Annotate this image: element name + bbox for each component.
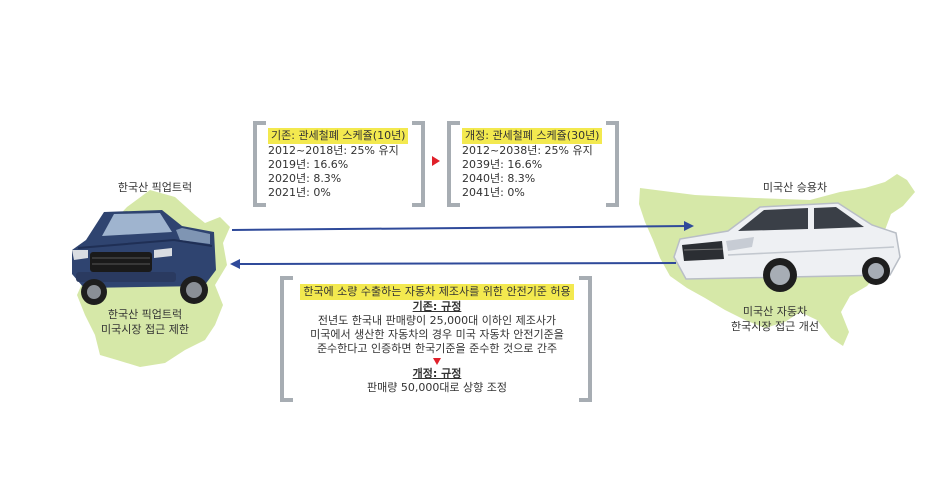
us-car-improvement-label: 미국산 자동차 한국시장 접근 개선 bbox=[731, 305, 819, 333]
safety-standard-content: 한국에 소량 수출하는 자동차 제조사를 위한 안전기준 허용 기존: 규정 전… bbox=[292, 284, 582, 395]
pickup-truck-icon bbox=[72, 210, 216, 305]
safety-before-line: 미국에서 생산한 자동차의 경우 미국 자동차 안전기준을 bbox=[310, 328, 564, 341]
safety-after-heading: 개정: 규정 bbox=[412, 367, 462, 380]
tariff-before-line: 2012~2018년: 25% 유지 bbox=[268, 144, 399, 157]
safety-before-heading: 기존: 규정 bbox=[412, 300, 462, 313]
change-down-marker-icon bbox=[433, 358, 441, 365]
safety-after-line: 판매량 50,000대로 상향 조정 bbox=[366, 381, 508, 394]
arrow-us-to-korea bbox=[237, 262, 677, 265]
tariff-after-title: 개정: 관세철폐 스케쥴(30년) bbox=[462, 128, 603, 144]
change-marker-icon bbox=[432, 156, 440, 166]
safety-before-line: 준수한다고 인증하면 한국기준을 준수한 것으로 간주 bbox=[316, 342, 558, 355]
tariff-after-content: 개정: 관세철폐 스케쥴(30년) 2012~2038년: 25% 유지 203… bbox=[462, 128, 612, 200]
tariff-before-line: 2020년: 8.3% bbox=[268, 172, 342, 185]
korean-pickup-restriction-label: 한국산 픽업트럭 미국시장 접근 제한 bbox=[101, 308, 189, 336]
safety-title: 한국에 소량 수출하는 자동차 제조사를 위한 안전기준 허용 bbox=[300, 284, 574, 300]
us-sedan-label: 미국산 승용차 bbox=[762, 181, 828, 194]
tariff-before-content: 기존: 관세철폐 스케쥴(10년) 2012~2018년: 25% 유지 201… bbox=[268, 128, 418, 200]
sedan-car-icon bbox=[673, 202, 901, 292]
tariff-before-box bbox=[253, 121, 425, 207]
korean-pickup-label: 한국산 픽업트럭 bbox=[117, 181, 193, 194]
safety-before-line: 전년도 한국내 판매량이 25,000대 이하인 제조사가 bbox=[317, 314, 557, 327]
tariff-after-line: 2040년: 8.3% bbox=[462, 172, 536, 185]
tariff-after-box bbox=[447, 121, 619, 207]
tariff-before-line: 2021년: 0% bbox=[268, 186, 331, 199]
safety-standard-box bbox=[280, 276, 592, 402]
tariff-after-line: 2039년: 16.6% bbox=[462, 158, 543, 171]
tariff-before-line: 2019년: 16.6% bbox=[268, 158, 349, 171]
tariff-after-line: 2041년: 0% bbox=[462, 186, 525, 199]
tariff-before-title: 기존: 관세철폐 스케쥴(10년) bbox=[268, 128, 409, 144]
arrow-korea-to-us bbox=[231, 225, 689, 231]
tariff-after-line: 2012~2038년: 25% 유지 bbox=[462, 144, 593, 157]
